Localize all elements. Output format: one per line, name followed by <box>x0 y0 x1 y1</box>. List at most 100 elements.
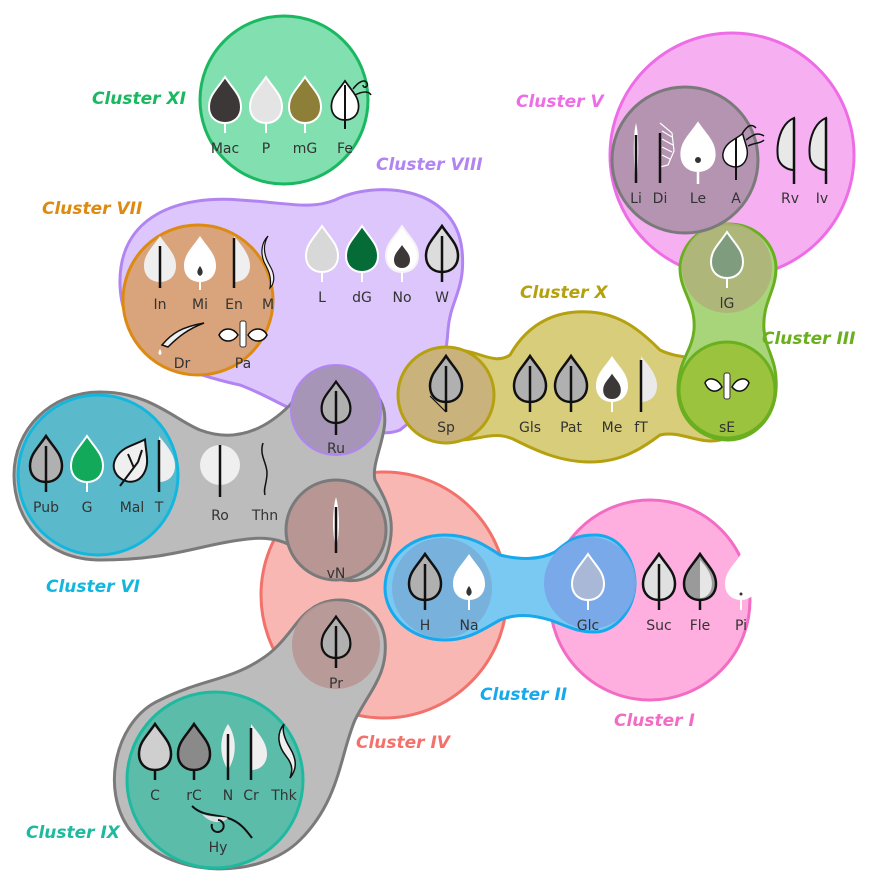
trait-label: Gls <box>519 420 541 436</box>
trait-gls: Gls <box>512 354 548 436</box>
trait-label: Ro <box>211 508 229 524</box>
cluster-vi-label: Cluster VI <box>46 577 140 597</box>
trait-label: Sp <box>437 420 455 436</box>
trait-label: Thn <box>251 508 278 524</box>
simple-leaves-icon <box>704 378 750 392</box>
trait-label: A <box>731 191 741 207</box>
trait-rc: rC <box>176 722 212 804</box>
cluster-xi-region <box>198 14 370 186</box>
cluster-xi-label: Cluster XI <box>92 89 186 109</box>
trait-p: P <box>249 76 283 157</box>
trait-label: Na <box>459 618 478 634</box>
trait-pat: Pat <box>553 354 589 436</box>
trait-glc: Glc <box>571 553 605 634</box>
trait-label: No <box>392 290 411 306</box>
entire-margin-leaf-icon <box>234 236 250 282</box>
trait-m: M <box>261 235 275 313</box>
trait-label: Glc <box>577 618 599 634</box>
cluster-iv-label: Cluster IV <box>356 733 452 753</box>
thin-leaf-icon <box>261 442 268 496</box>
trait-c: C <box>137 722 173 804</box>
cluster-i-label: Cluster I <box>614 711 695 731</box>
trait-label: G <box>82 500 93 516</box>
trait-pub: Pub <box>28 434 64 516</box>
cluster-v-label: Cluster V <box>516 92 605 112</box>
trait-label: dG <box>352 290 372 306</box>
trait-li: Li <box>630 123 642 207</box>
trait-suc: Suc <box>641 552 677 634</box>
trait-in: In <box>144 236 176 313</box>
trait-label: Le <box>690 191 706 207</box>
trait-label: sE <box>719 420 735 436</box>
trait-pr: Pr <box>320 615 352 692</box>
fine-toothed-leaf-icon <box>641 356 657 402</box>
trait-label: vN <box>327 566 346 582</box>
trait-label: Thk <box>270 788 297 804</box>
trait-se: sE <box>704 372 750 436</box>
paired-leaves-icon <box>218 328 268 342</box>
trait-cr: Cr <box>243 724 267 804</box>
trait-fe: Fe <box>330 80 372 157</box>
trait-label: Hy <box>209 840 228 856</box>
trait-ro: Ro <box>200 445 240 524</box>
trait-me: Me <box>596 356 628 436</box>
trait-label: Pub <box>33 500 59 516</box>
trait-label: Mal <box>120 500 145 516</box>
trait-label: Dr <box>174 356 191 372</box>
trait-label: Pa <box>235 356 251 372</box>
trait-vn: vN <box>327 497 346 582</box>
trait-label: T <box>154 500 164 516</box>
trait-sp: Sp <box>428 354 464 436</box>
trait-label: H <box>420 618 431 634</box>
cluster-viii-label: Cluster VIII <box>376 155 483 175</box>
trait-di: Di <box>653 122 675 207</box>
trait-label: In <box>153 297 166 313</box>
trait-label: Suc <box>646 618 671 634</box>
trait-thk: Thk <box>270 723 298 804</box>
trait-label: Mac <box>211 141 239 157</box>
trait-label: Pr <box>329 676 343 692</box>
trait-lg: lG <box>710 231 744 312</box>
trait-label: Pi <box>735 618 747 634</box>
cluster-iii-label: Cluster III <box>762 329 855 349</box>
trait-label: rC <box>186 788 202 804</box>
trait-no: No <box>385 225 419 306</box>
trait-label: Fle <box>690 618 711 634</box>
aroma-waves-icon <box>741 124 765 147</box>
trait-ru: Ru <box>320 380 352 457</box>
trait-label: Rv <box>781 191 799 207</box>
wind-swirl-icon <box>352 80 372 96</box>
trait-label: mG <box>293 141 318 157</box>
drip-tip-leaf-icon <box>160 322 205 348</box>
trait-label: N <box>223 788 233 804</box>
membranous-leaf-icon <box>261 235 275 290</box>
trait-fle: Fle <box>682 552 718 634</box>
trait-label: P <box>262 141 270 157</box>
trait-label: Me <box>602 420 623 436</box>
trait-label: Iv <box>816 191 828 207</box>
toothed-leaf-icon <box>159 436 175 482</box>
trait-a: A <box>718 124 765 207</box>
trait-label: En <box>225 297 243 313</box>
rotate-arrow-icon <box>210 819 225 833</box>
revolute-leaf-icon <box>776 116 795 172</box>
trait-label: M <box>262 297 274 313</box>
trait-dg: dG <box>345 225 379 306</box>
trait-ft: fT <box>634 356 657 436</box>
trait-pi: Pi <box>725 554 757 634</box>
cluster-ii-label: Cluster II <box>480 685 567 705</box>
cluster-ix-label: Cluster IX <box>26 823 121 843</box>
trait-label: Mi <box>192 297 208 313</box>
trait-label: C <box>150 788 160 804</box>
trait-n: N <box>221 724 235 804</box>
trait-g: G <box>70 435 104 516</box>
thick-leaf-icon <box>278 723 296 779</box>
dissected-leaf-icon <box>659 122 675 168</box>
trait-label: L <box>318 290 326 306</box>
trait-mg: mG <box>288 76 322 157</box>
trait-label: Pat <box>560 420 582 436</box>
cluster-x-label: Cluster X <box>520 283 608 303</box>
trait-dr: Dr <box>158 322 205 372</box>
crenate-leaf-icon <box>251 724 267 770</box>
